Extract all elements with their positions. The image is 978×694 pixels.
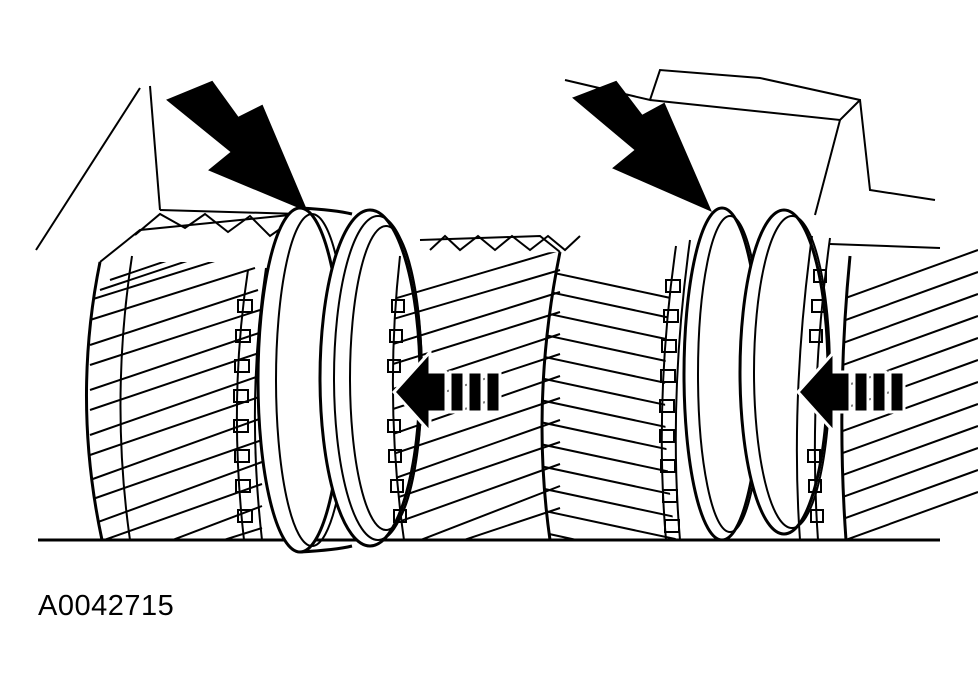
left-synchro-sleeve (256, 206, 423, 554)
middle-helical-gear-left (387, 234, 581, 541)
housing-outline (35, 68, 936, 251)
figure-reference-code: A0042715 (38, 590, 175, 622)
direction-arrow-left-synchronizer (391, 348, 502, 436)
right-synchro-ring (659, 239, 691, 541)
pointer-arrow-left-synchronizer (166, 80, 308, 212)
direction-arrow-right-synchronizer (795, 348, 906, 436)
middle-helical-gear-right (540, 251, 676, 541)
pointer-arrow-right-synchronizer (572, 80, 712, 212)
